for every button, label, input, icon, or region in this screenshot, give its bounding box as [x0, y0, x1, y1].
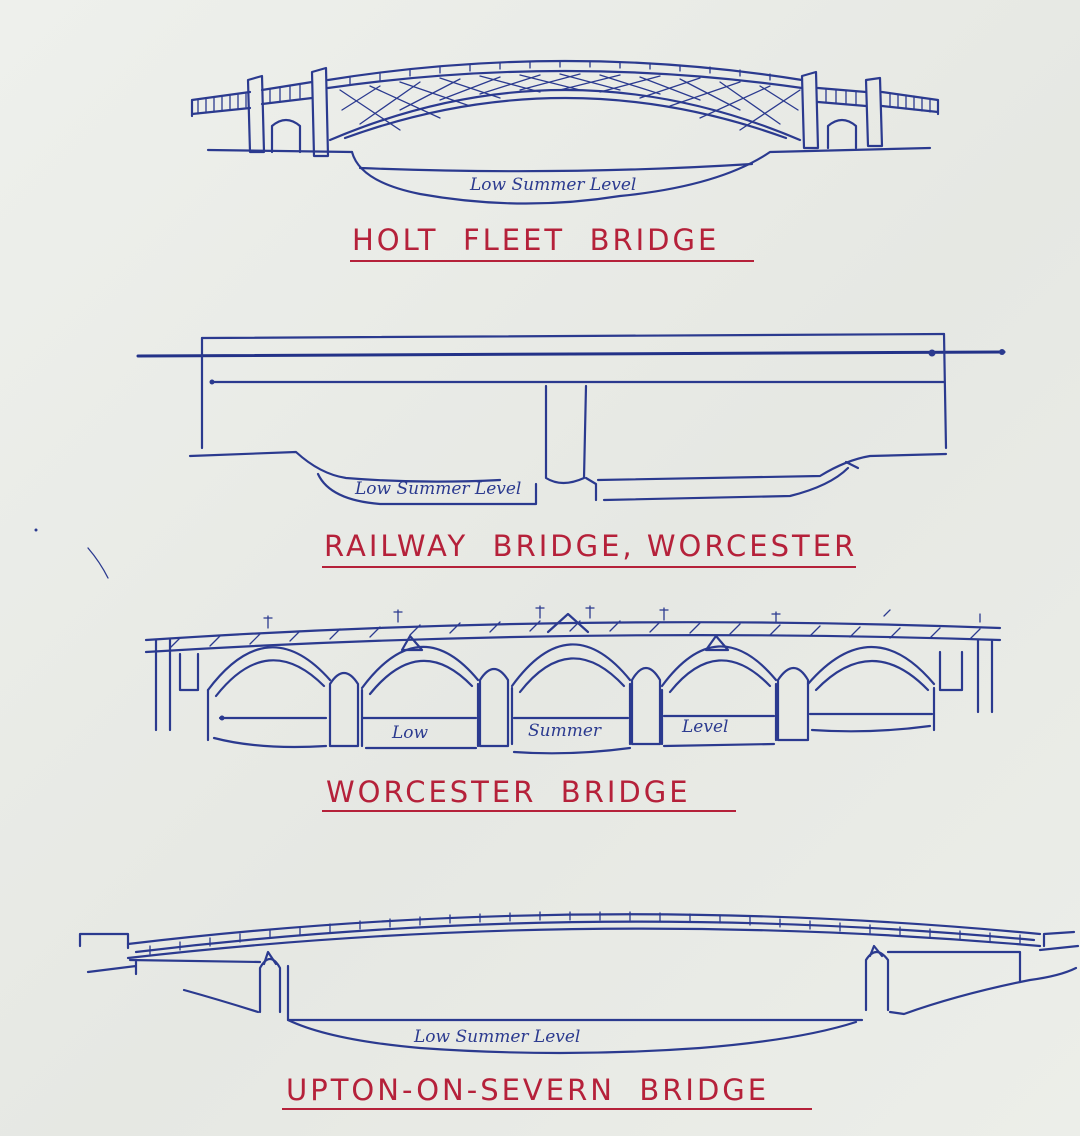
upton-title-underline	[282, 1108, 812, 1110]
railway-water-label: Low Summer Level	[354, 479, 521, 499]
holt-fleet-title-underline	[350, 260, 754, 262]
upton-water-label: Low Summer Level	[413, 1027, 580, 1047]
holt-fleet-water-label: Low Summer Level	[469, 175, 636, 195]
upton-bridge-sketch: Low Summer Level	[78, 911, 1080, 1055]
railway-bridge-sketch: Low Summer Level	[136, 332, 1006, 506]
holt-fleet-bridge-title: HOLT FLEET BRIDGE	[352, 223, 720, 257]
railway-title-underline	[322, 566, 856, 568]
worcester-water-label-level: Level	[681, 717, 728, 737]
worcester-bridge-title: WORCESTER BRIDGE	[326, 775, 691, 809]
upton-on-severn-bridge-title: UPTON-ON-SEVERN BRIDGE	[286, 1073, 770, 1107]
worcester-water-label-summer: Summer	[528, 721, 602, 741]
holt-fleet-bridge-sketch: Low Summer Level	[190, 59, 940, 205]
worcester-water-label-low: Low	[391, 723, 429, 743]
worcester-bridge-sketch: Low Summer Level	[144, 605, 1002, 755]
railway-bridge-title: RAILWAY BRIDGE, WORCESTER	[324, 529, 858, 563]
worcester-title-underline	[322, 810, 736, 812]
